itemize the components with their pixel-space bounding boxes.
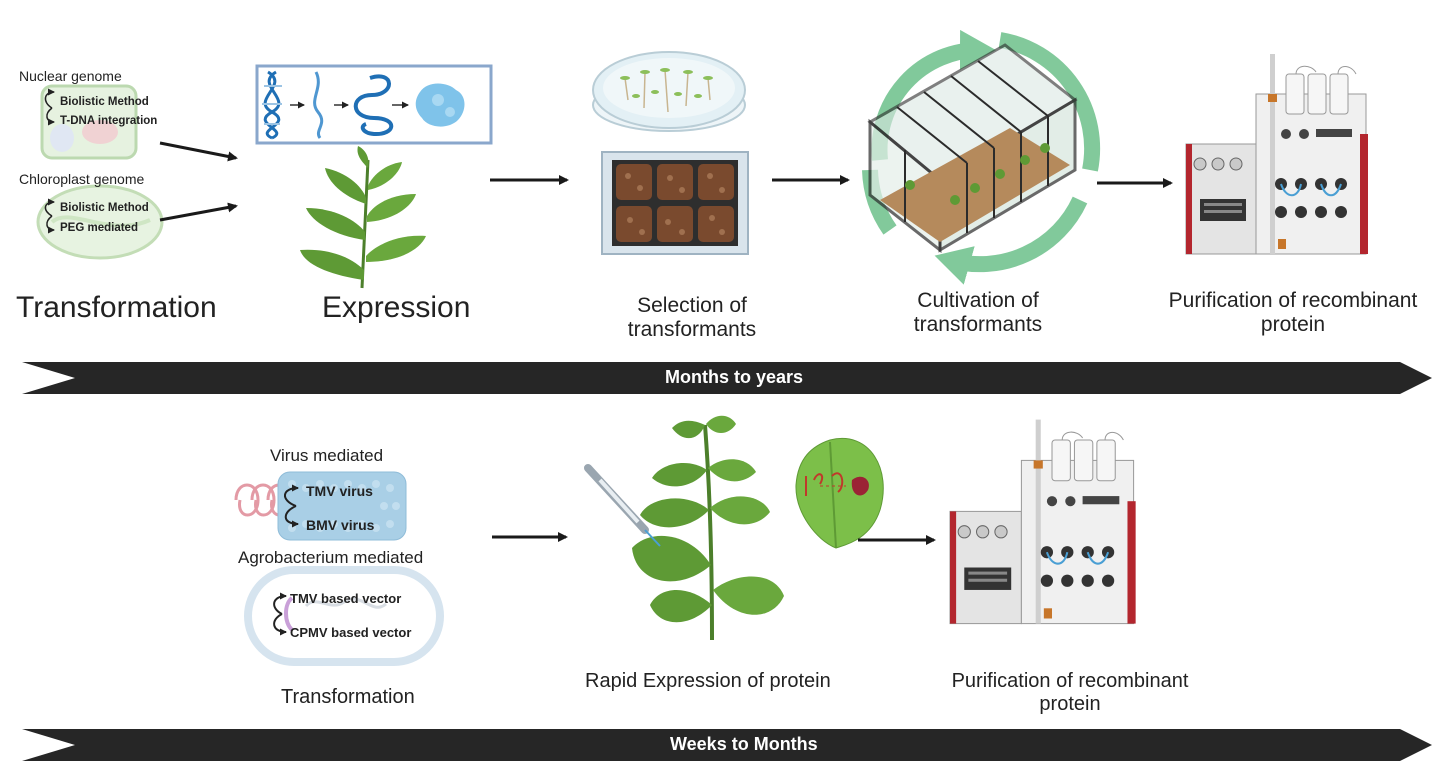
agro-vector-arrow-2 [273,613,287,636]
agro-vector-arrow [273,592,287,615]
nuclear-method-arrow-2 [46,107,55,126]
chloroplast-method-arrow-2 [46,215,55,234]
selection-label-line1: Selection of [637,294,747,317]
purification-label-top: Purification of recombinant protein [1148,289,1438,337]
petri-dish-icon [592,51,746,132]
greenhouse-icon [867,43,1078,254]
chloroplast-method-arrow [44,198,55,217]
bmv-virus-label: BMV virus [306,517,375,533]
nuclear-method-1: Biolistic Method [60,96,149,108]
chloroplast-method-2: PEG mediated [60,222,138,234]
gene-expression-panel [255,64,493,145]
syringe-icon [584,464,661,547]
virus-type-arrow-2 [284,505,299,528]
chloroplast-to-expression-arrow [159,202,238,222]
soil-tray-icon [601,151,749,255]
nuclear-cell-icon [40,84,138,160]
cultivation-label: Cultivation of transformants [878,289,1078,337]
timeline-top-label: Months to years [665,367,804,387]
expression-heading: Expression [322,291,471,324]
timeline-bar-top [22,362,1432,394]
purification-top-line2: protein [1260,313,1326,336]
chloroplast-icon [36,184,164,260]
chloroplast-genome-label: Chloroplast genome [19,171,145,187]
nuclear-to-expression-arrow [159,141,238,162]
cultivation-label-line1: Cultivation of [917,289,1039,312]
nuclear-method-arrow [44,88,55,109]
agrobacterium-mediated-label: Agrobacterium mediated [238,548,424,567]
tmv-virus-label: TMV virus [306,483,373,499]
transformation-label-bottom: Transformation [281,686,415,708]
selection-label: Selection of transformants [592,294,792,342]
nuclear-method-2: T-DNA integration [60,115,158,127]
virus-particle-icon [234,471,407,541]
cultivation-label-line2: transformants [913,313,1043,336]
agrobacterium-icon [244,566,444,666]
purification-bottom-line1: Purification of recombinant [951,670,1189,692]
virus-mediated-label: Virus mediated [270,446,384,465]
infiltrated-plant-icon [632,415,784,641]
nuclear-genome-label: Nuclear genome [19,68,122,84]
purification-bottom-line2: protein [1039,693,1101,715]
tmv-vector-label: TMV based vector [290,591,402,606]
chloroplast-method-1: Biolistic Method [60,202,149,214]
expressing-leaf-icon [795,438,884,549]
cpmv-vector-label: CPMV based vector [290,625,412,640]
selection-label-line2: transformants [627,318,757,341]
purification-label-bottom: Purification of recombinant protein [925,670,1215,716]
chromatography-system-icon-bottom [948,418,1137,625]
timeline-bar-bottom [22,729,1432,761]
purification-top-line1: Purification of recombinant [1168,289,1418,312]
rapid-expression-label: Rapid Expression of protein [585,670,831,692]
tobacco-plant-icon [300,146,426,289]
transformation-heading: Transformation [16,291,217,324]
timeline-bottom-label: Weeks to Months [670,734,818,754]
virus-type-arrow [284,484,299,507]
chromatography-system-icon [1185,53,1369,255]
